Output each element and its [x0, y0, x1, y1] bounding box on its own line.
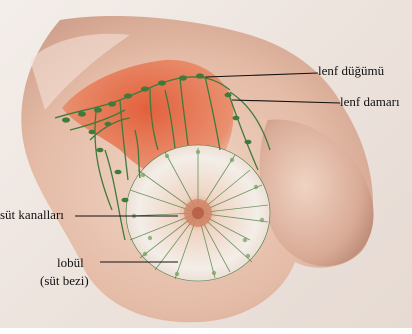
nipple [192, 207, 204, 219]
label-lymph-node: lenf düğümü [318, 64, 384, 78]
label-milk-gland: (süt bezi) [40, 274, 89, 288]
label-lobule: lobül [57, 256, 84, 270]
label-milk-ducts: süt kanalları [0, 208, 64, 222]
label-lymph-vessel: lenf damarı [340, 95, 400, 109]
